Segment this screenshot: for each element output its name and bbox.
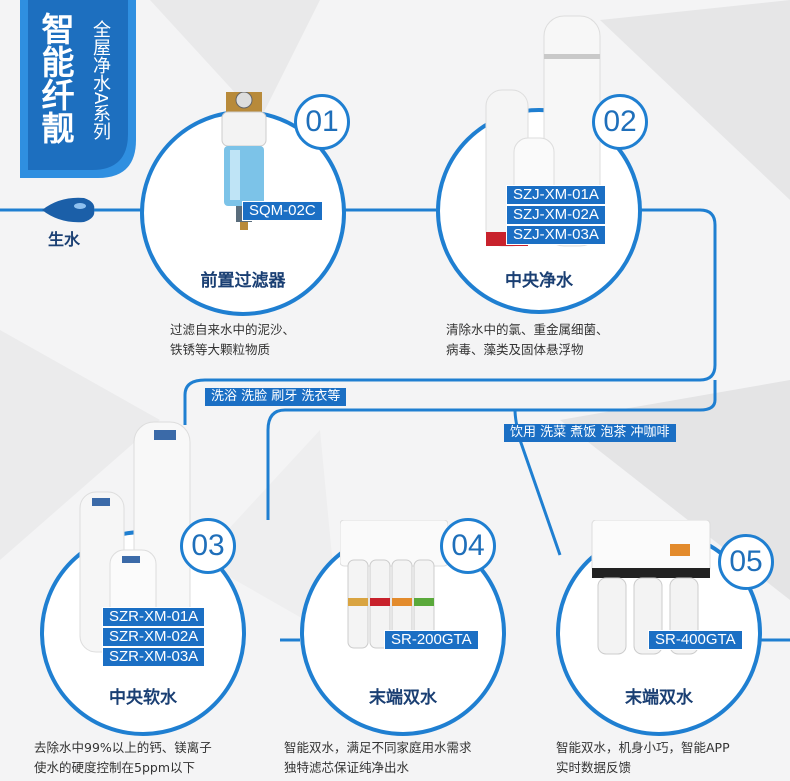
- step-2-model-2: SZJ-XM-02A: [506, 205, 606, 225]
- step-2-desc-line-1: 清除水中的氯、重金属细菌、: [446, 322, 609, 337]
- step-5-desc-line-2: 实时数据反馈: [556, 760, 632, 775]
- step-2-title: 中央净水: [505, 271, 573, 291]
- step-1-title: 前置过滤器: [200, 271, 286, 291]
- prefilter-product-image: [221, 92, 267, 230]
- step-3-model-2: SZR-XM-02A: [102, 627, 206, 647]
- step-2-desc-line-2: 病毒、藻类及固体悬浮物: [446, 342, 584, 357]
- water-drop-icon: [42, 197, 95, 223]
- step-2-number: 02: [592, 94, 648, 150]
- step-1-number: 01: [294, 94, 350, 150]
- step-5-number: 05: [718, 534, 774, 590]
- step-1-model-1: SQM-02C: [242, 201, 323, 221]
- step-4-model-1: SR-200GTA: [384, 630, 479, 650]
- step-4-number: 04: [440, 518, 496, 574]
- step-5-title: 末端双水: [625, 688, 693, 708]
- series-title: 智能纤靓: [36, 12, 75, 144]
- step-5-model-1: SR-400GTA: [648, 630, 743, 650]
- step-5-desc-line-1: 智能双水，机身小巧，智能APP: [556, 740, 730, 755]
- usage-tag-drink: 饮用 洗菜 煮饭 泡茶 冲咖啡: [504, 424, 676, 442]
- step-1-desc-line-1: 过滤自来水中的泥沙、: [170, 322, 296, 337]
- step-4-title: 末端双水: [369, 688, 437, 708]
- step-3-desc-line-2: 使水的硬度控制在5ppm以下: [34, 760, 195, 775]
- step-2-model-1: SZJ-XM-01A: [506, 185, 606, 205]
- step-3-model-3: SZR-XM-03A: [102, 647, 206, 667]
- step-4-desc-line-2: 独特滤芯保证纯净出水: [284, 760, 410, 775]
- step-3-title: 中央软水: [109, 688, 177, 708]
- step-4-desc-line-1: 智能双水，满足不同家庭用水需求: [284, 740, 472, 755]
- step-1-desc-line-2: 铁锈等大颗粒物质: [170, 342, 271, 357]
- step-3-number: 03: [180, 518, 236, 574]
- ro-purifier-200-product-image: [340, 520, 448, 649]
- series-subtitle: 全屋净水A系列: [90, 20, 111, 141]
- step-2-model-3: SZJ-XM-03A: [506, 225, 606, 245]
- raw-water-label: 生水: [48, 230, 81, 249]
- step-3-desc-line-1: 去除水中99%以上的钙、镁离子: [34, 740, 212, 755]
- usage-tag-wash: 洗浴 洗脸 刷牙 洗衣等: [205, 388, 347, 406]
- ro-purifier-400-product-image: [591, 520, 711, 655]
- series-badge-shape: [20, 0, 136, 178]
- step-3-model-1: SZR-XM-01A: [102, 607, 206, 627]
